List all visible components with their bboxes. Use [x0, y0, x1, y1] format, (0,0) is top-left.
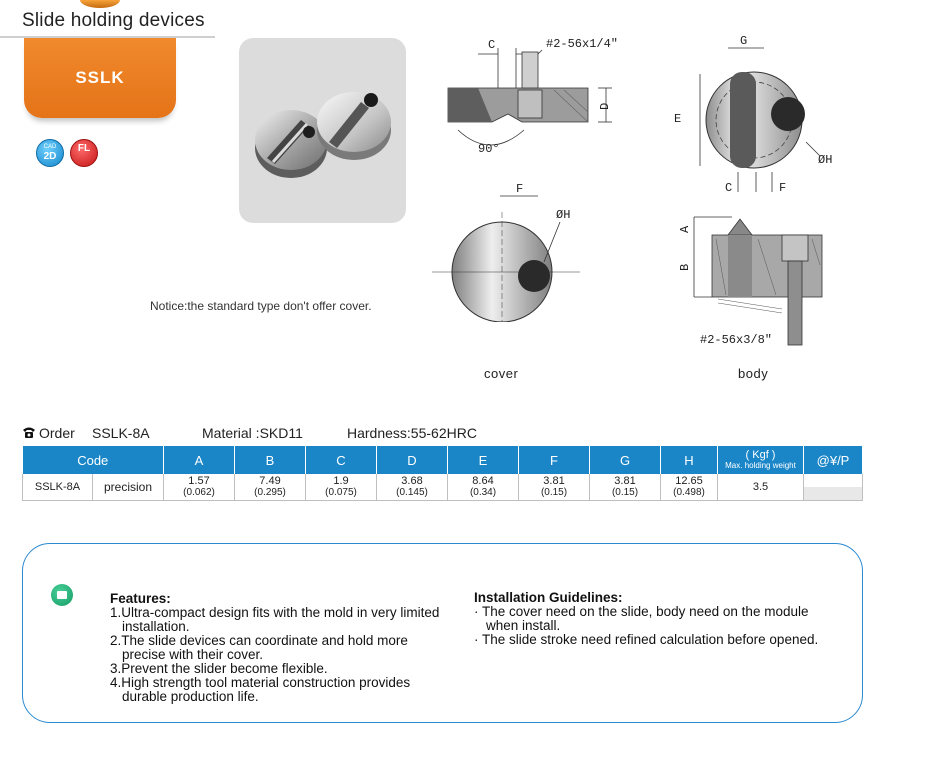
cell-a: 1.57(0.062) [163, 474, 235, 501]
cover-top-dim-f: F [516, 182, 523, 196]
installation-section: Installation Guidelines: · The cover nee… [474, 591, 844, 647]
phone-icon [23, 427, 35, 438]
order-code: SSLK-8A [92, 425, 150, 441]
cell-h-inch: (0.498) [673, 487, 705, 498]
page-title: Slide holding devices [22, 10, 205, 31]
cover-dim-c: C [488, 38, 495, 52]
cell-f-mm: 3.81 [543, 475, 565, 487]
cell-f: 3.81(0.15) [518, 474, 590, 501]
cell-f-inch: (0.15) [540, 487, 568, 498]
spec-table: Code A B C D E F G H ( Kgf ) Max. holdin… [22, 446, 863, 501]
cell-a-inch: (0.062) [183, 487, 215, 498]
cell-d: 3.68(0.145) [376, 474, 448, 501]
header-b: B [234, 446, 306, 474]
cell-c-mm: 1.9 [333, 475, 349, 487]
cover-section-drawing: C #2-56x1/4" D 90° [447, 37, 618, 156]
model-tab: SSLK [24, 38, 176, 118]
cell-weight: 3.5 [717, 474, 804, 501]
order-hardness: Hardness:55-62HRC [347, 425, 477, 441]
cell-price [803, 474, 863, 501]
product-photo-illustration [255, 92, 391, 178]
order-material: Material :SKD11 [202, 425, 303, 441]
header-h: H [660, 446, 718, 474]
features-title: Features: [110, 591, 171, 606]
feature-item: 2.The slide devices can coordinate and h… [110, 633, 408, 662]
cover-top-dim-h: ØH [556, 208, 570, 222]
cell-b-inch: (0.295) [254, 487, 286, 498]
cad-2d-badge-top: CAD [43, 144, 57, 150]
product-photo [239, 38, 406, 223]
model-tab-label: SSLK [75, 68, 125, 87]
header-weight: ( Kgf ) Max. holding weight [717, 446, 804, 474]
cad-2d-badge-main: 2D [43, 151, 57, 162]
cell-g-inch: (0.15) [611, 487, 639, 498]
body-dim-h: ØH [818, 153, 832, 167]
cell-g: 3.81(0.15) [589, 474, 661, 501]
header-c: C [305, 446, 377, 474]
cell-d-mm: 3.68 [401, 475, 423, 487]
fl-badge-main: FL [77, 143, 91, 154]
body-dim-f: F [779, 181, 786, 195]
row-code: SSLK-8A [23, 474, 93, 500]
header-e: E [447, 446, 519, 474]
cell-b-mm: 7.49 [259, 475, 281, 487]
installation-item: · The cover need on the slide, body need… [474, 604, 809, 633]
header-d: D [376, 446, 448, 474]
body-dim-b: B [678, 264, 692, 271]
feature-item: 4.High strength tool material constructi… [110, 675, 411, 704]
body-section-drawing: A B #2-56x3/8" [678, 216, 823, 347]
cover-dim-d: D [598, 103, 612, 110]
notice-text: Notice:the standard type don't offer cov… [150, 299, 372, 313]
header-a: A [163, 446, 235, 474]
body-thread-label: #2-56x3/8" [700, 333, 772, 347]
cell-e-mm: 8.64 [472, 475, 494, 487]
cell-c: 1.9(0.075) [305, 474, 377, 501]
cover-angle: 90° [478, 142, 500, 156]
features-section: Features: 1.Ultra-compact design fits wi… [110, 592, 440, 704]
body-caption: body [738, 366, 769, 381]
body-dim-e: E [674, 112, 681, 126]
header-divider [0, 36, 215, 38]
body-dim-c: C [725, 181, 732, 195]
info-box [22, 543, 863, 723]
feature-item: 3.Prevent the slider become flexible. [110, 661, 328, 676]
book-icon [51, 584, 73, 606]
cell-c-inch: (0.075) [325, 487, 357, 498]
header-code: Code [22, 446, 164, 474]
cover-thread-label: #2-56x1/4" [546, 37, 618, 51]
header-f: F [518, 446, 590, 474]
table-header-row: Code A B C D E F G H ( Kgf ) Max. holdin… [22, 446, 863, 474]
cell-h: 12.65(0.498) [660, 474, 718, 501]
cover-caption: cover [484, 366, 519, 381]
header-weight-label: Max. holding weight [725, 461, 796, 470]
cell-a-mm: 1.57 [188, 475, 210, 487]
cell-e-inch: (0.34) [469, 487, 497, 498]
header-coin-decoration [80, 0, 120, 8]
cover-top-drawing: F ØH [432, 182, 580, 322]
body-dim-a: A [678, 225, 692, 233]
feature-item: 1.Ultra-compact design fits with the mol… [110, 605, 440, 634]
header: Slide holding devices [0, 0, 215, 38]
cell-h-mm: 12.65 [675, 475, 703, 487]
installation-title: Installation Guidelines: [474, 590, 623, 605]
cell-b: 7.49(0.295) [234, 474, 306, 501]
header-weight-unit: ( Kgf ) [745, 449, 776, 461]
row-grade: precision [103, 479, 153, 494]
order-label: Order [39, 425, 75, 441]
body-dim-g: G [740, 34, 747, 48]
fl-badge-icon: FL [70, 139, 98, 167]
cell-e: 8.64(0.34) [447, 474, 519, 501]
cad-2d-badge-icon: CAD 2D [36, 139, 64, 167]
cell-g-mm: 3.81 [614, 475, 636, 487]
table-row: SSLK-8A precision 1.57(0.062) 7.49(0.295… [22, 474, 863, 501]
body-top-drawing: G E ØH C F [674, 34, 832, 195]
header-price: @¥/P [803, 446, 863, 474]
installation-item: · The slide stroke need refined calculat… [474, 632, 819, 647]
header-g: G [589, 446, 661, 474]
cell-d-inch: (0.145) [396, 487, 428, 498]
row-code-cell: SSLK-8A precision [22, 474, 164, 501]
